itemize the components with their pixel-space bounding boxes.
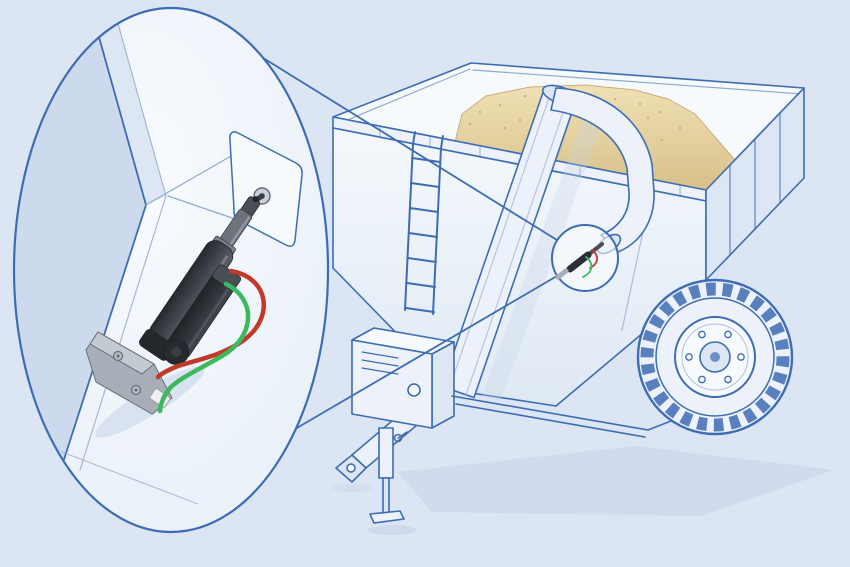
clevis-pin bbox=[252, 196, 259, 203]
side-ribs bbox=[729, 112, 781, 256]
cable-connector bbox=[149, 388, 171, 408]
mounting-foot-bracket bbox=[85, 331, 173, 415]
lens-outline bbox=[12, 6, 330, 534]
auger bbox=[441, 84, 655, 399]
auger-shadow bbox=[482, 110, 604, 402]
linear-actuator bbox=[139, 193, 265, 365]
green-wire bbox=[157, 281, 251, 414]
detail-circle-marker bbox=[551, 224, 619, 292]
mini-green-wire bbox=[582, 256, 593, 278]
grain-cart bbox=[332, 62, 805, 524]
lug-bolts bbox=[685, 330, 745, 384]
mini-actuator bbox=[555, 242, 604, 280]
hitch-pin-hole bbox=[346, 463, 356, 473]
ladder bbox=[404, 131, 444, 315]
jack-foot bbox=[369, 510, 405, 524]
wheel bbox=[636, 278, 794, 436]
jack-stand bbox=[369, 427, 408, 524]
red-wire bbox=[155, 268, 266, 380]
ground-shadow bbox=[332, 446, 834, 535]
jack-crank bbox=[393, 433, 403, 443]
panel-edge-band bbox=[90, 8, 166, 205]
gearbox bbox=[351, 327, 455, 429]
gearbox-port bbox=[407, 383, 421, 397]
tire-tread bbox=[640, 282, 790, 432]
